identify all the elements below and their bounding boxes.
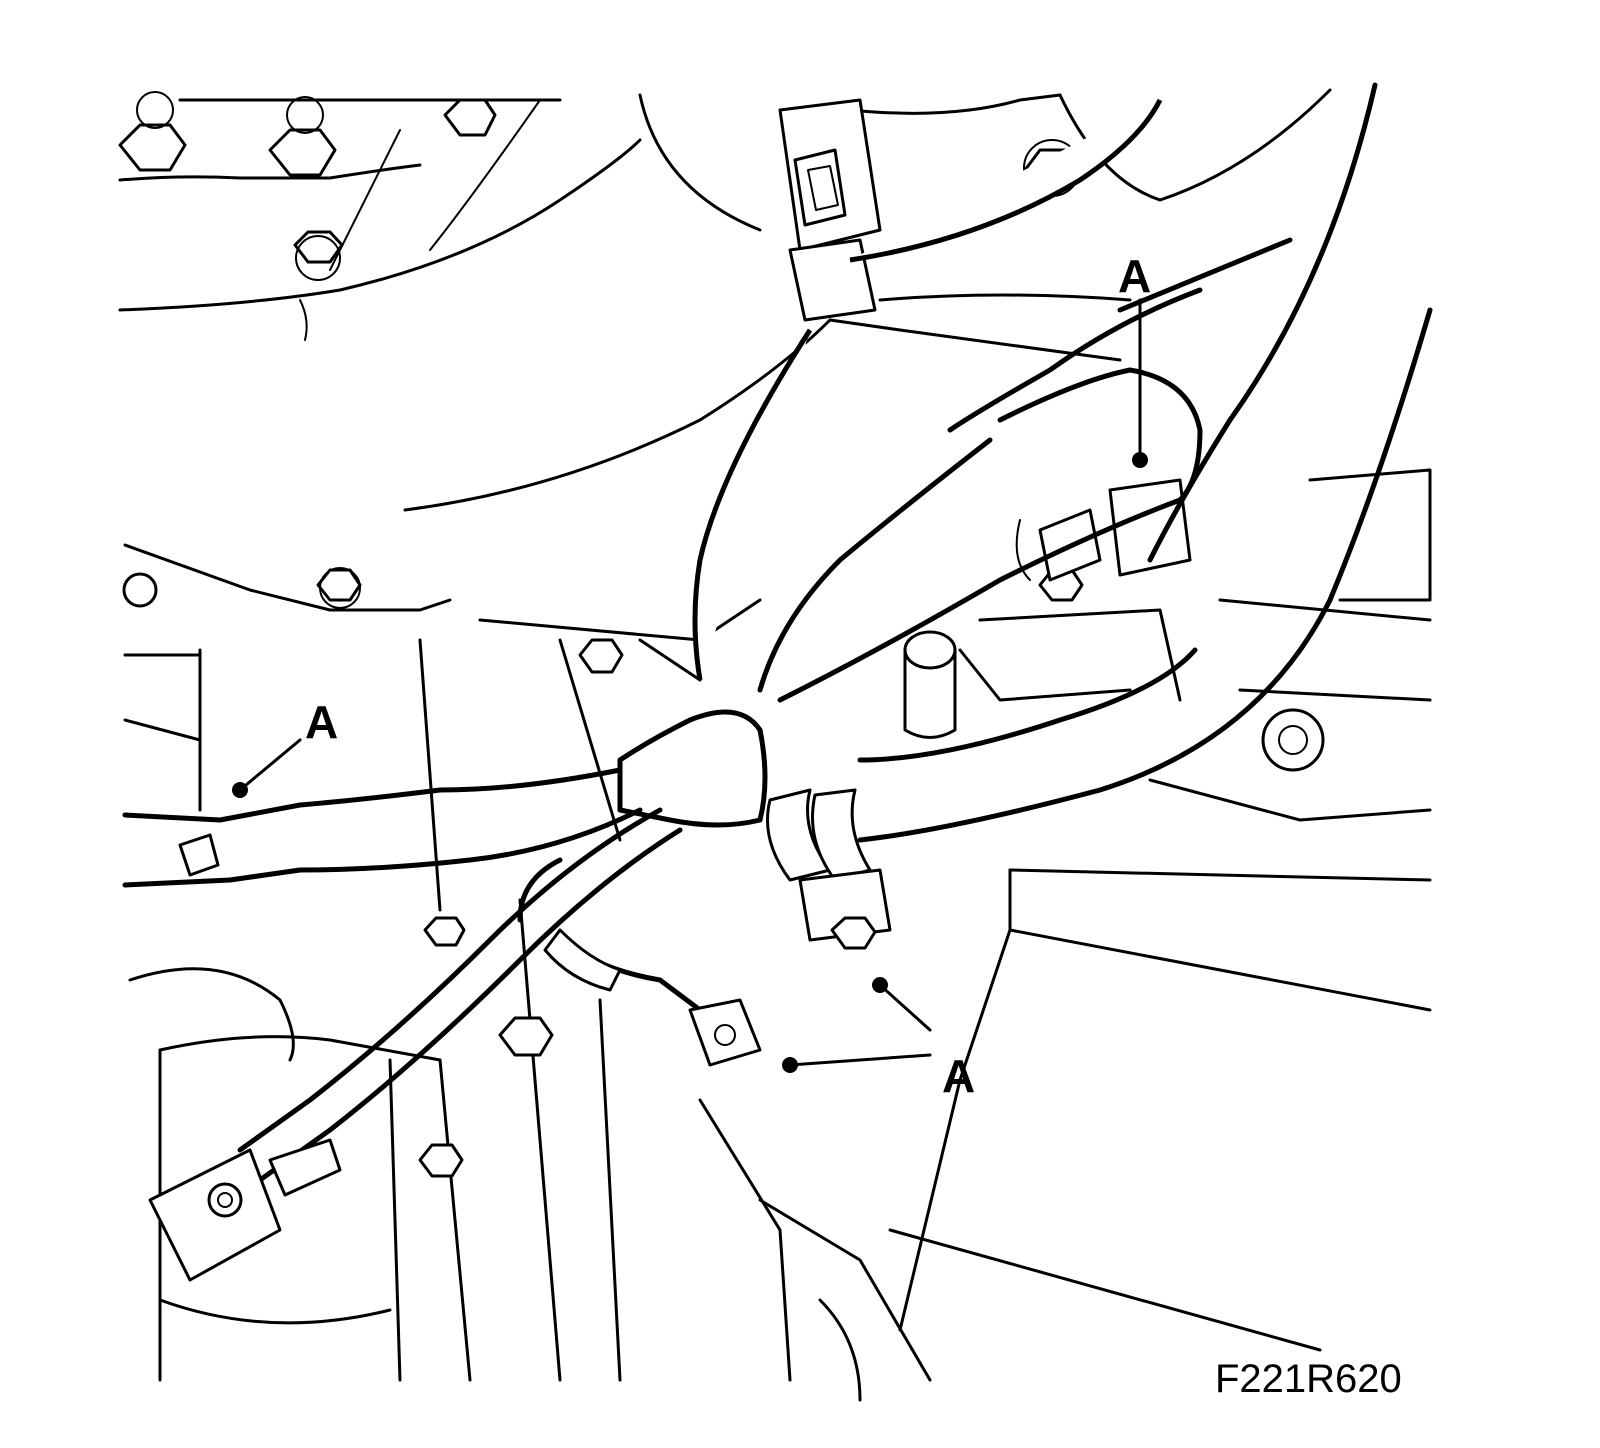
bolt-top-left-2 — [268, 96, 337, 177]
callout-leader-top-right — [1132, 298, 1148, 468]
engine-block-outline — [118, 88, 1432, 1402]
mounting-bolts — [118, 91, 1325, 1178]
bolt-upper-mid — [293, 230, 344, 281]
bolt-top-left-3 — [443, 98, 497, 137]
wiring-harness — [122, 82, 1433, 1282]
callout-leader-left — [232, 738, 302, 798]
callout-leader-bottom — [782, 977, 932, 1073]
cylinder-post — [903, 630, 957, 739]
callout-label-bottom: A — [942, 1050, 975, 1102]
bolt-mid-left — [122, 567, 362, 609]
callout-label-top-right: A — [1118, 250, 1151, 302]
callout-leaders — [232, 298, 1148, 1073]
bolt-lower-center — [418, 916, 554, 1178]
callout-label-left: A — [305, 696, 338, 748]
figure-code: F221R620 — [1215, 1357, 1402, 1401]
connector-top — [778, 98, 882, 322]
hose-upper — [692, 98, 1163, 681]
bolt-top-left-1 — [118, 91, 187, 172]
bolt-center — [578, 638, 624, 674]
bolt-right — [1038, 568, 1325, 772]
